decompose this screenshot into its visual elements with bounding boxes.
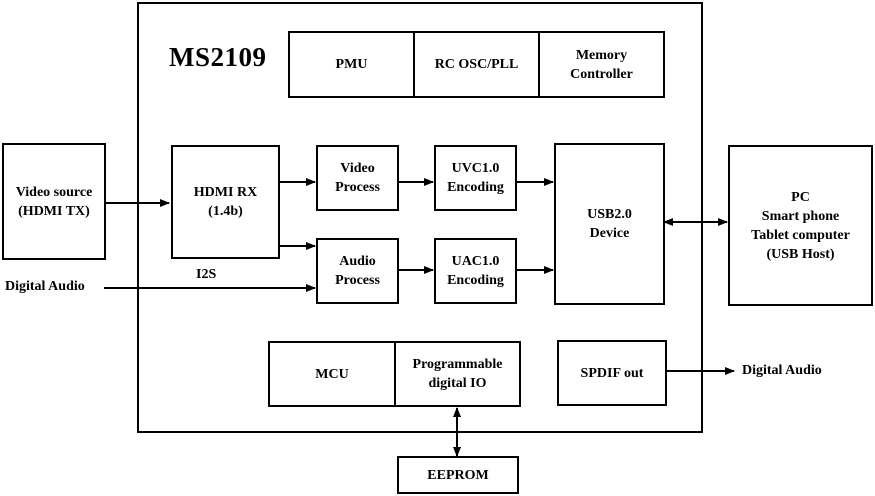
- digital-audio-output-label: Digital Audio: [742, 363, 822, 378]
- hdmi-rx-block: HDMI RX (1.4b): [171, 145, 280, 259]
- audio-process-block: Audio Process: [316, 238, 399, 304]
- video-source-block: Video source (HDMI TX): [2, 143, 106, 260]
- uac-encoding-block: UAC1.0 Encoding: [434, 238, 517, 304]
- uvc-encoding-block: UVC1.0 Encoding: [434, 145, 517, 211]
- mcu-block: MCU: [268, 341, 396, 407]
- memory-controller-block: Memory Controller: [538, 31, 665, 98]
- spdif-out-block: SPDIF out: [557, 340, 667, 406]
- usb-host-block: PC Smart phone Tablet computer (USB Host…: [728, 145, 873, 306]
- ms2109-chip-boundary: [137, 2, 703, 433]
- programmable-digital-io-block: Programmable digital IO: [394, 341, 521, 407]
- eeprom-block: EEPROM: [397, 456, 519, 494]
- i2s-label: I2S: [196, 267, 217, 282]
- pmu-block: PMU: [288, 31, 415, 98]
- video-process-block: Video Process: [316, 145, 399, 211]
- rc-osc-pll-block: RC OSC/PLL: [413, 31, 540, 98]
- usb-device-block: USB2.0 Device: [554, 143, 665, 305]
- chip-title: MS2109: [169, 42, 267, 72]
- digital-audio-input-label: Digital Audio: [5, 279, 85, 294]
